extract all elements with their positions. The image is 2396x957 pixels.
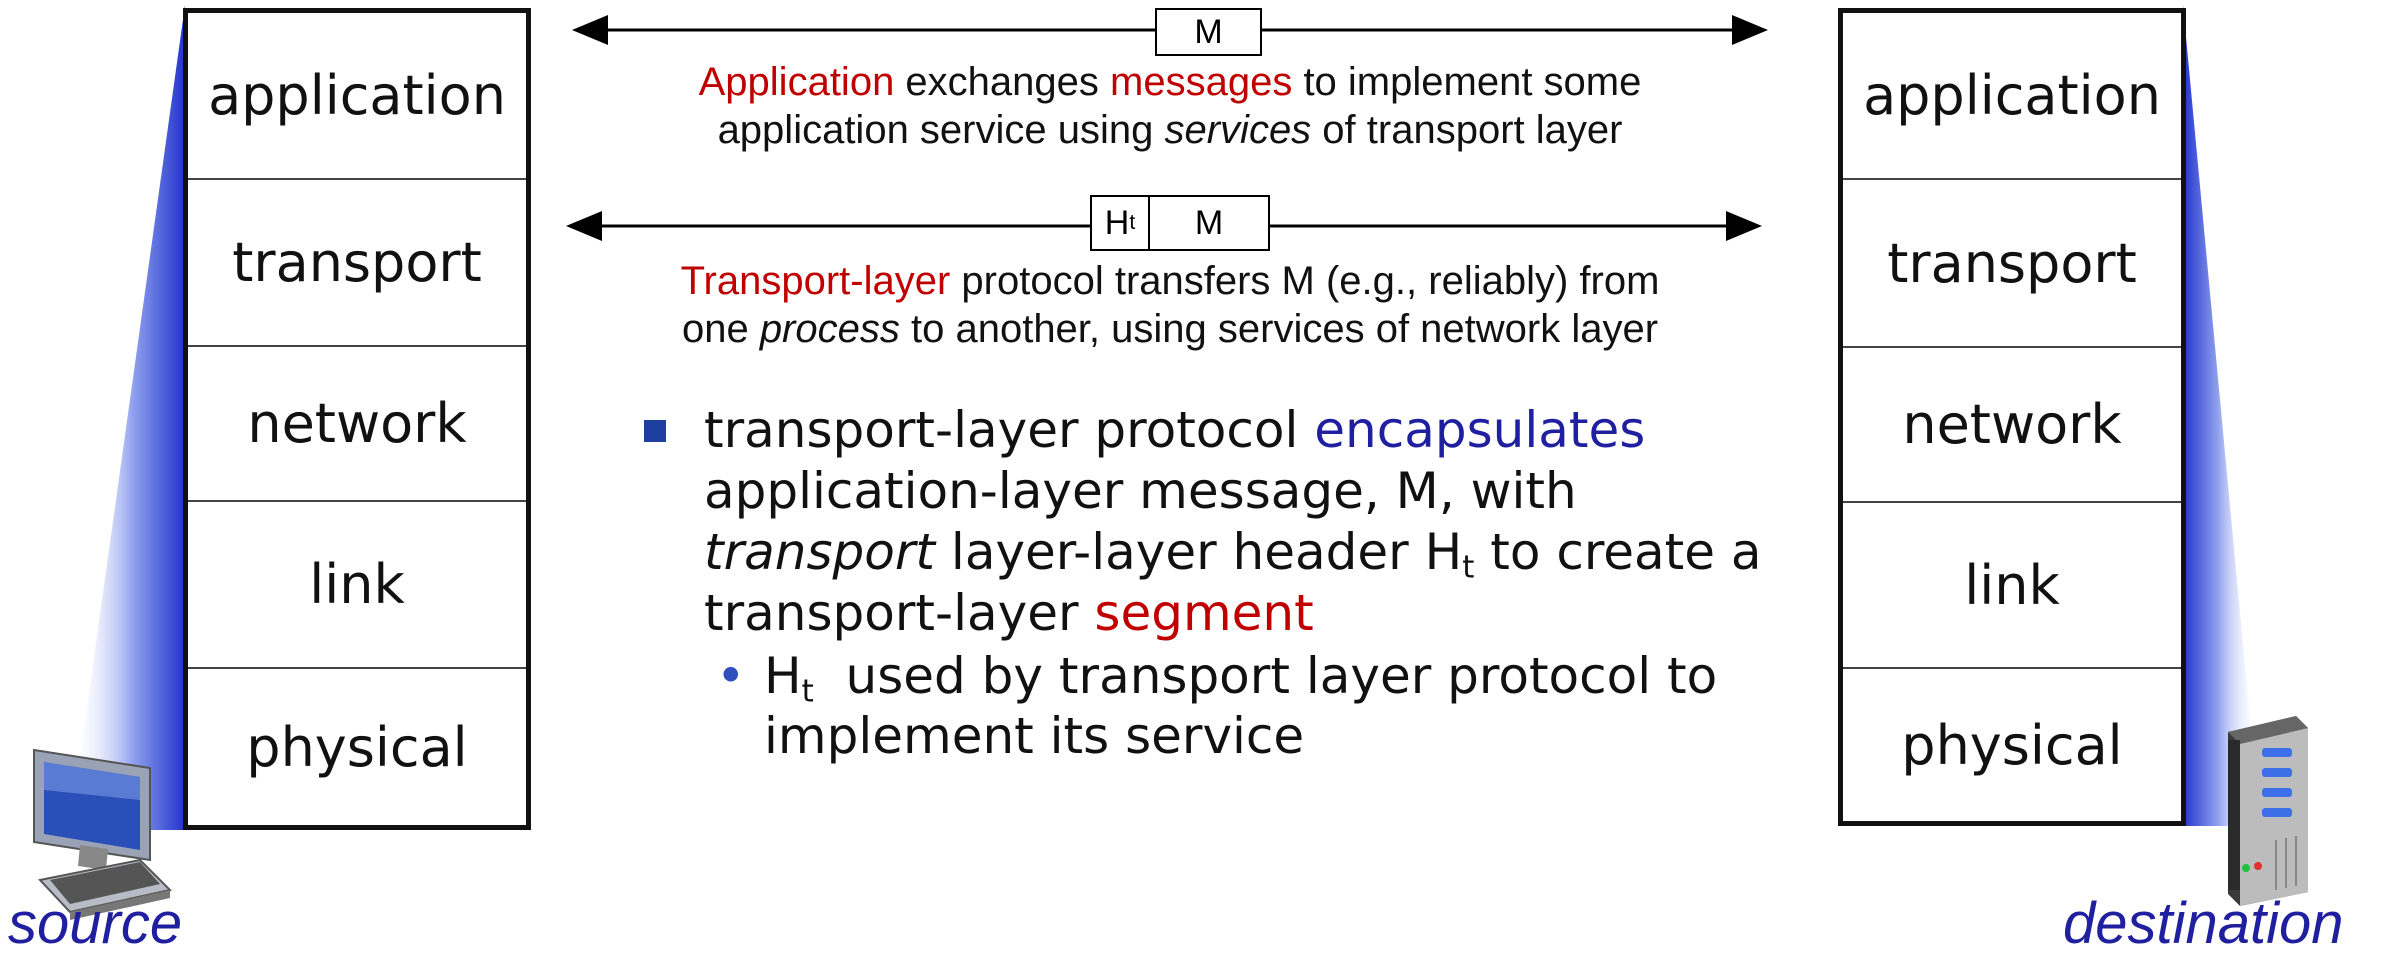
- caption-process-word: process: [759, 307, 900, 351]
- bullet-text: to create a: [1474, 523, 1762, 581]
- bullet-encapsulates-word: encapsulates: [1314, 401, 1646, 459]
- bullet-item: transport-layer protocol encapsulates ap…: [640, 400, 1840, 644]
- destination-protocol-stack: application transport network link physi…: [1838, 8, 2186, 826]
- caption-text: one: [681, 307, 760, 351]
- source-layer-transport: transport: [188, 180, 526, 347]
- caption-text: of transport layer: [1311, 108, 1623, 152]
- bullet-subscript: t: [1462, 549, 1475, 586]
- caption-text: protocol transfers M (e.g., reliably) fr…: [950, 259, 1660, 303]
- source-layer-link: link: [188, 502, 526, 669]
- sub-bullet-text: H: [764, 647, 802, 705]
- dot-bullet-icon: •: [716, 647, 746, 705]
- bullet-segment-word: segment: [1094, 584, 1314, 642]
- application-caption: Application exchanges messages to implem…: [590, 58, 1750, 154]
- desktop-computer-icon: [33, 748, 172, 920]
- message-box-label: M: [1194, 12, 1223, 51]
- segment-payload: M: [1148, 195, 1270, 251]
- transport-caption: Transport-layer protocol transfers M (e.…: [580, 257, 1760, 353]
- source-protocol-stack: application transport network link physi…: [183, 8, 531, 830]
- source-layer-physical: physical: [246, 715, 468, 779]
- bullet-text: transport-layer: [704, 584, 1095, 642]
- destination-beam: [2183, 5, 2260, 826]
- caption-text: application service using: [717, 108, 1165, 152]
- destination-layer-application: application: [1843, 13, 2181, 180]
- bullet-transport-word: transport: [704, 523, 936, 581]
- sub-bullet-item: • Ht used by transport layer protocol to…: [640, 646, 1840, 766]
- bullet-list: transport-layer protocol encapsulates ap…: [640, 400, 1840, 766]
- source-layer-application: application: [188, 13, 526, 180]
- server-tower-icon: [2228, 716, 2308, 906]
- square-bullet-icon: [644, 420, 666, 442]
- destination-layer-physical: physical: [1901, 713, 2123, 777]
- sub-bullet-text: used by transport layer protocol to: [813, 647, 1718, 705]
- source-beam: [70, 5, 185, 830]
- sub-bullet-text: implement its service: [764, 707, 1305, 765]
- source-layer-network: network: [188, 347, 526, 502]
- caption-services-word: services: [1164, 108, 1312, 152]
- caption-application-word: Application: [698, 60, 895, 104]
- caption-text: to implement some: [1292, 60, 1642, 104]
- bullet-text: layer-layer header H: [935, 523, 1463, 581]
- segment-header-label: H: [1104, 203, 1130, 242]
- sub-bullet-subscript: t: [801, 673, 814, 710]
- destination-label: destination: [2063, 891, 2344, 956]
- destination-layer-link: link: [1843, 503, 2181, 669]
- source-label: source: [8, 891, 183, 956]
- caption-text: to another, using services of network la…: [899, 307, 1659, 351]
- caption-transport-layer-word: Transport-layer: [680, 259, 951, 303]
- bullet-text: application-layer message, M, with: [704, 462, 1577, 520]
- message-box: M: [1155, 8, 1262, 56]
- destination-layer-transport: transport: [1843, 180, 2181, 348]
- caption-text: exchanges: [894, 60, 1111, 104]
- segment-payload-label: M: [1194, 203, 1224, 242]
- bullet-text: transport-layer protocol: [704, 401, 1315, 459]
- destination-layer-network: network: [1843, 348, 2181, 503]
- caption-messages-word: messages: [1110, 60, 1293, 104]
